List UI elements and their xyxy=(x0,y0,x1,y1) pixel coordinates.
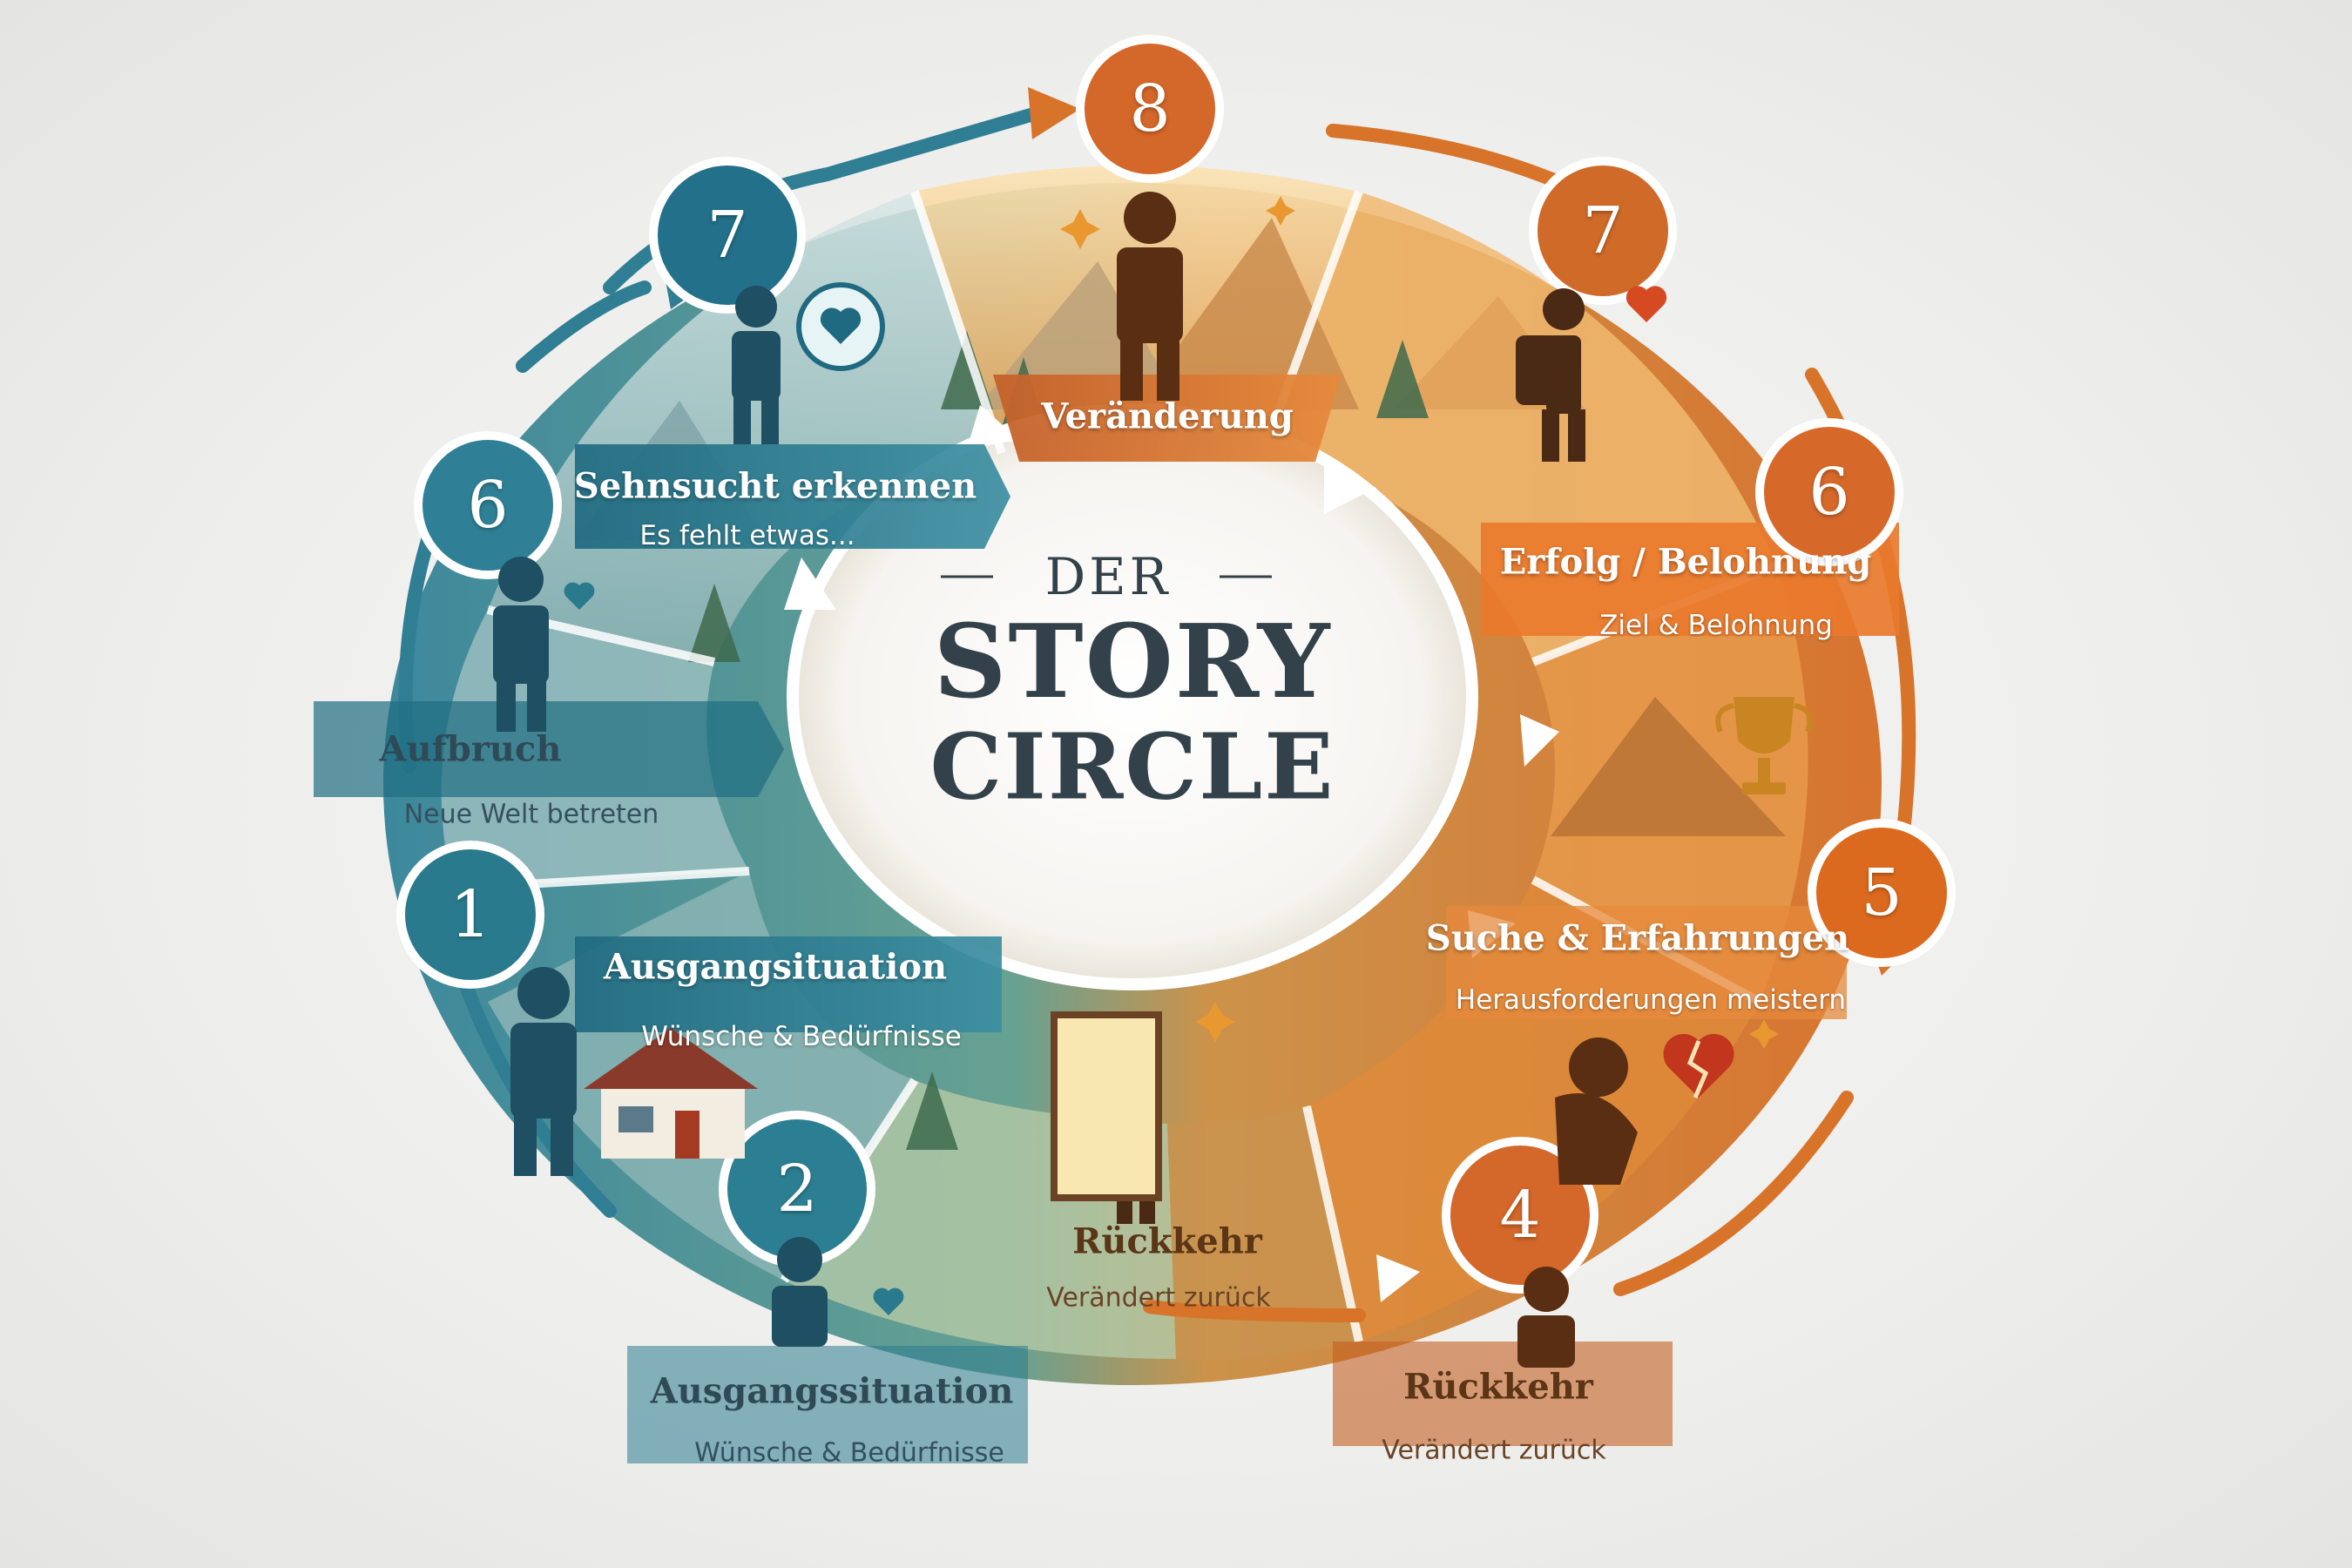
stage-number-8: 8 xyxy=(1129,71,1171,146)
stage-subtitle-ausgangsituation: Wünsche & Bedürfnisse xyxy=(641,1021,962,1052)
door-icon xyxy=(1051,1011,1162,1201)
stage-subtitle-ausgangssituation: Wünsche & Bedürfnisse xyxy=(694,1437,1004,1469)
broken-heart-icon xyxy=(1663,1033,1734,1098)
thought-bubble-heart-icon xyxy=(796,282,885,371)
stage-number-7-right: 7 xyxy=(1582,193,1624,268)
stage-label-erfolg: Erfolg / Belohnung xyxy=(1499,541,1872,583)
heart-icon xyxy=(564,582,904,1315)
stage-subtitle-aufbruch: Neue Welt betreten xyxy=(403,799,659,830)
stage-subtitle-erfolg: Ziel & Belohnung xyxy=(1599,610,1833,641)
stage-number-2: 2 xyxy=(776,1152,818,1227)
stage-subtitle-rueckkehr: Verändert zurück xyxy=(1382,1435,1606,1466)
stage-subtitle-suche: Herausforderungen meistern xyxy=(1455,984,1847,1016)
stage-label-ausgangsituation: Ausgangsituation xyxy=(603,946,948,988)
stage-number-6-right: 6 xyxy=(1808,455,1850,530)
sad-person-icon xyxy=(1555,1037,1638,1185)
stage-label-ausgangssituation: Ausgangssituation xyxy=(650,1370,1014,1412)
stage-number-7-left: 7 xyxy=(706,198,748,273)
stage-label-suche: Suche & Erfahrungen xyxy=(1425,917,1850,959)
stage-subtitle-rueckkehr-inner: Verändert zurück xyxy=(1046,1282,1271,1314)
title-line-1: DER xyxy=(1044,547,1172,606)
title-line-3: CIRCLE xyxy=(929,713,1335,821)
sparkle-icon xyxy=(1060,196,1779,1049)
stage-banners-orange xyxy=(993,375,1899,1446)
stage-label-veraenderung: Veränderung xyxy=(1041,395,1294,437)
number-circles xyxy=(396,35,1956,1294)
stage-number-6-left: 6 xyxy=(467,468,509,543)
heart-icon-red xyxy=(1625,286,1667,322)
stage-label-sehnsucht: Sehnsucht erkennen xyxy=(573,465,977,507)
person-icon xyxy=(493,286,828,1347)
stage-number-4: 4 xyxy=(1499,1178,1541,1253)
stage-label-rueckkehr-inner: Rückkehr xyxy=(1072,1220,1262,1262)
stage-number-5: 5 xyxy=(1861,855,1903,930)
title-line-2: STORY xyxy=(933,603,1332,721)
stage-number-1: 1 xyxy=(449,877,491,952)
stage-banners-teal xyxy=(314,444,1028,1463)
stage-subtitle-sehnsucht: Es fehlt etwas... xyxy=(639,520,855,551)
person-icon-orange xyxy=(1117,192,1575,1368)
stage-label-rueckkehr: Rückkehr xyxy=(1403,1366,1593,1408)
stage-label-aufbruch: Aufbruch xyxy=(379,728,562,770)
house-icon xyxy=(584,1028,758,1159)
trophy-icon xyxy=(1715,697,1813,794)
